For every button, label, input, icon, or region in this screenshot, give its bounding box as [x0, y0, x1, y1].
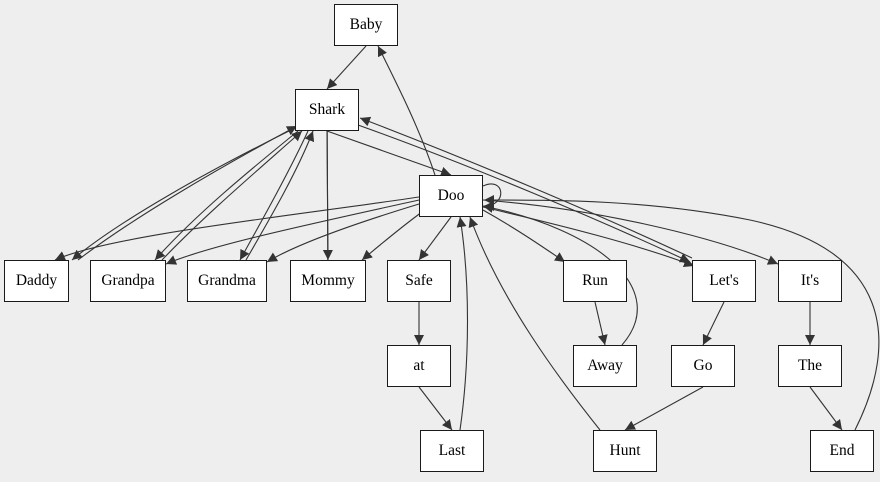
edge-run-to-away — [594, 301, 608, 346]
edge-doo-to-baby — [377, 45, 436, 176]
edge-baby-to-shark — [326, 45, 367, 90]
edge-lets-to-shark — [359, 116, 693, 259]
node-grandpa: Grandpa — [90, 260, 166, 302]
edge-daddy-to-shark — [77, 125, 298, 261]
edge-end-to-doo — [483, 195, 880, 431]
edge-at-to-last — [418, 386, 453, 431]
node-at: at — [387, 345, 451, 387]
edge-doo-to-safe — [418, 216, 452, 261]
edge-lets-to-go — [702, 301, 725, 346]
edge-doo-to-mommy — [361, 211, 423, 261]
node-away: Away — [573, 345, 637, 387]
edge-grandma-to-shark — [245, 130, 315, 261]
node-its: It's — [778, 260, 842, 302]
edge-doo-to-daddy — [54, 196, 420, 261]
node-end: End — [810, 430, 874, 472]
node-grandma: Grandma — [187, 260, 267, 302]
edge-grandpa-to-shark — [161, 130, 303, 261]
edge-shark-to-grandpa — [154, 130, 299, 261]
edge-the-to-end — [809, 386, 843, 431]
edge-doo-to-run — [482, 209, 566, 263]
node-daddy: Daddy — [4, 260, 69, 302]
edge-doo-to-its — [482, 199, 779, 265]
node-doo: Doo — [419, 175, 483, 217]
edge-last-to-doo — [456, 216, 469, 431]
node-the: The — [778, 345, 842, 387]
edge-doo-to-grandpa — [165, 199, 420, 265]
edge-go-to-hunt — [624, 386, 704, 431]
edge-shark-to-grandma — [239, 130, 309, 261]
node-mommy: Mommy — [290, 260, 366, 302]
node-baby: Baby — [334, 4, 398, 46]
edge-shark-to-lets — [357, 124, 691, 263]
node-go: Go — [671, 345, 735, 387]
node-run: Run — [563, 260, 627, 302]
edge-hunt-to-doo — [468, 216, 601, 431]
node-shark: Shark — [295, 89, 359, 131]
node-hunt: Hunt — [593, 430, 657, 472]
edge-doo-to-lets — [482, 206, 695, 268]
edge-shark-to-doo — [326, 130, 452, 177]
node-lets: Let's — [692, 260, 756, 302]
edge-doo-to-doo — [482, 183, 502, 211]
node-safe: Safe — [387, 260, 451, 302]
node-last: Last — [420, 430, 484, 472]
edge-doo-to-grandma — [266, 203, 420, 263]
